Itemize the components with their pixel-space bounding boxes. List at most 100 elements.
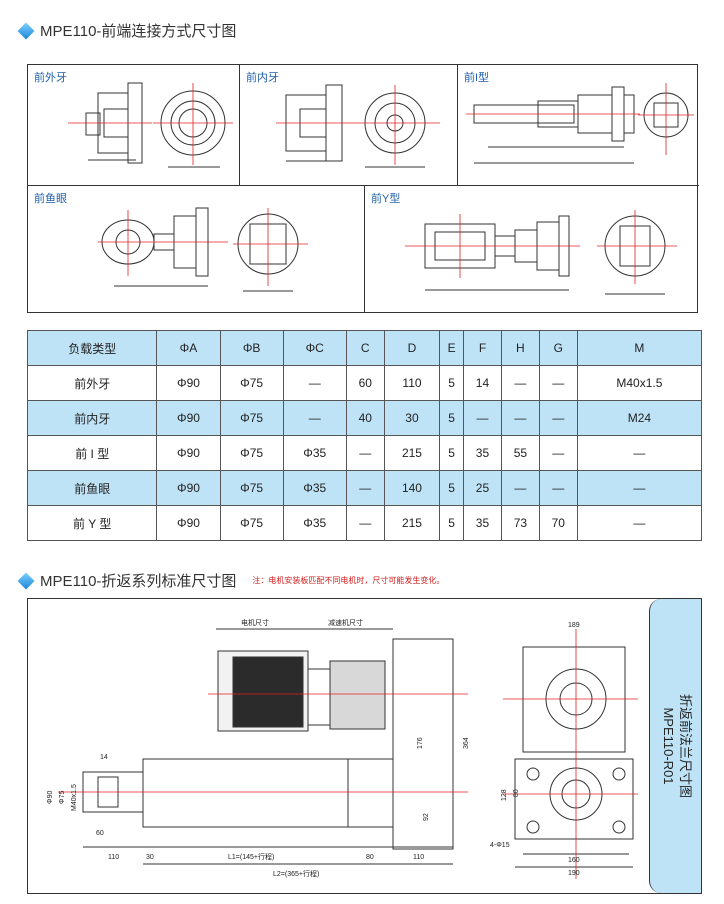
side-tab-text: 折返前法兰尺寸图 MPE110-R01 (659, 694, 693, 798)
reducer-size-label: 减速机尺寸 (328, 618, 363, 627)
table-cell: 70 (538, 505, 578, 541)
table-cell: — (463, 400, 502, 436)
table-header: C (345, 330, 385, 366)
table-cell: — (576, 470, 703, 506)
folding-drawing-svg: 电机尺寸 减速机尺寸 176 364 92 14 60 110 30 L1=(1… (47, 618, 638, 879)
table-cell: Φ90 (156, 470, 221, 506)
table-cell: 110 (383, 365, 441, 401)
table-cell: 5 (439, 435, 465, 471)
dim-holes: 4-Φ15 (490, 842, 510, 849)
side-tab: 折返前法兰尺寸图 MPE110-R01 (649, 599, 701, 893)
dim-160: 160 (568, 857, 580, 864)
table-cell: Φ90 (156, 505, 221, 541)
dim-phi90: Φ90 (47, 791, 54, 804)
table-cell: Φ90 (156, 365, 221, 401)
dim-189: 189 (568, 622, 580, 629)
table-cell: Φ75 (219, 470, 284, 506)
table-cell: — (500, 400, 540, 436)
dim-m40: M40x1.5 (71, 784, 78, 811)
table-row: 前 Y 型 Φ90 Φ75 Φ35 — 215 5 35 73 70 — (26, 505, 703, 541)
panel-front-internal-thread: 前内牙 (240, 65, 458, 186)
internal-thread-drawing (276, 84, 440, 168)
motor-size-label: 电机尺寸 (241, 618, 269, 627)
dim-92: 92 (423, 813, 430, 821)
table-cell: Φ35 (282, 470, 347, 506)
diamond-icon (17, 22, 35, 39)
table-cell: 73 (500, 505, 540, 541)
side-tab-code: MPE110-R01 (660, 707, 676, 785)
panel-front-y-type: 前Y型 (365, 186, 699, 313)
table-row: 前鱼眼 Φ90 Φ75 Φ35 — 140 5 25 — — — (26, 470, 703, 506)
table-cell: — (282, 400, 347, 436)
table-cell: Φ35 (282, 505, 347, 541)
section1-title: MPE110-前端连接方式尺寸图 (40, 23, 237, 40)
table-cell: 215 (383, 435, 441, 471)
table-row: 前外牙 Φ90 Φ75 — 60 110 5 14 — — M40x1.5 (26, 365, 703, 401)
panel-front-i-type: 前I型 (458, 65, 699, 186)
table-cell: — (282, 365, 347, 401)
dim-l1: L1=(145+行程) (228, 852, 274, 861)
side-tab-title: 折返前法兰尺寸图 (677, 693, 693, 799)
table-cell: 14 (463, 365, 502, 401)
table-cell: — (576, 435, 703, 471)
panel-label: 前Y型 (371, 193, 401, 205)
table-header: D (383, 330, 441, 366)
table-header: M (576, 330, 703, 366)
table-cell: 55 (500, 435, 540, 471)
table-cell: Φ75 (219, 505, 284, 541)
table-cell: 前内牙 (26, 400, 158, 436)
panel-label: 前I型 (464, 72, 490, 84)
table-header: E (439, 330, 465, 366)
fish-eye-drawing (98, 207, 308, 292)
dim-60: 60 (96, 830, 104, 837)
front-connection-drawings: 前外牙 前内牙 (27, 64, 699, 313)
table-cell: 30 (383, 400, 441, 436)
table-cell: — (500, 365, 540, 401)
table-cell: 5 (439, 505, 465, 541)
section2-title: MPE110-折返系列标准尺寸图 (40, 573, 237, 590)
table-cell: — (345, 435, 385, 471)
table-cell: — (500, 470, 540, 506)
panel-front-external-thread: 前外牙 (28, 65, 240, 186)
table-cell: M24 (576, 400, 703, 436)
dim-110a: 110 (108, 854, 119, 861)
dim-80b: 80 (513, 789, 520, 797)
dimension-spec-table: 负载类型 ΦA ΦB ΦC C D E F H G M 前外牙 Φ90 Φ75 … (26, 330, 703, 541)
table-header-row: 负载类型 ΦA ΦB ΦC C D E F H G M (26, 330, 703, 366)
panel-front-fish-eye: 前鱼眼 (28, 186, 365, 313)
table-cell: 40 (345, 400, 385, 436)
dim-30: 30 (146, 854, 154, 861)
table-cell: 前鱼眼 (26, 470, 158, 506)
table-row: 前内牙 Φ90 Φ75 — 40 30 5 — — — M24 (26, 400, 703, 436)
dim-128: 128 (501, 789, 508, 801)
table-cell: M40x1.5 (576, 365, 703, 401)
panel-label: 前内牙 (246, 72, 279, 84)
external-thread-drawing (68, 82, 233, 168)
table-cell: 5 (439, 470, 465, 506)
table-cell: — (345, 505, 385, 541)
table-header: ΦA (156, 330, 221, 366)
diamond-icon (17, 572, 35, 589)
table-cell: 5 (439, 400, 465, 436)
table-cell: Φ75 (219, 400, 284, 436)
table-cell: — (345, 470, 385, 506)
panel-label: 前外牙 (34, 72, 67, 84)
table-cell: Φ90 (156, 435, 221, 471)
dim-110b: 110 (413, 854, 424, 861)
table-cell: 140 (383, 470, 441, 506)
folding-series-drawing: 电机尺寸 减速机尺寸 176 364 92 14 60 110 30 L1=(1… (27, 598, 702, 894)
table-cell: 5 (439, 365, 465, 401)
table-cell: — (538, 400, 578, 436)
y-type-drawing (405, 210, 677, 295)
dim-phi75: Φ75 (59, 791, 66, 804)
section1-heading: MPE110-前端连接方式尺寸图 (17, 20, 237, 41)
table-header: ΦB (219, 330, 284, 366)
table-header: 负载类型 (26, 330, 158, 366)
dim-190: 190 (568, 870, 580, 877)
table-cell: 35 (463, 435, 502, 471)
table-header: ΦC (282, 330, 347, 366)
table-cell: 25 (463, 470, 502, 506)
table-cell: — (538, 365, 578, 401)
table-cell: — (576, 505, 703, 541)
table-cell: 前 I 型 (26, 435, 158, 471)
